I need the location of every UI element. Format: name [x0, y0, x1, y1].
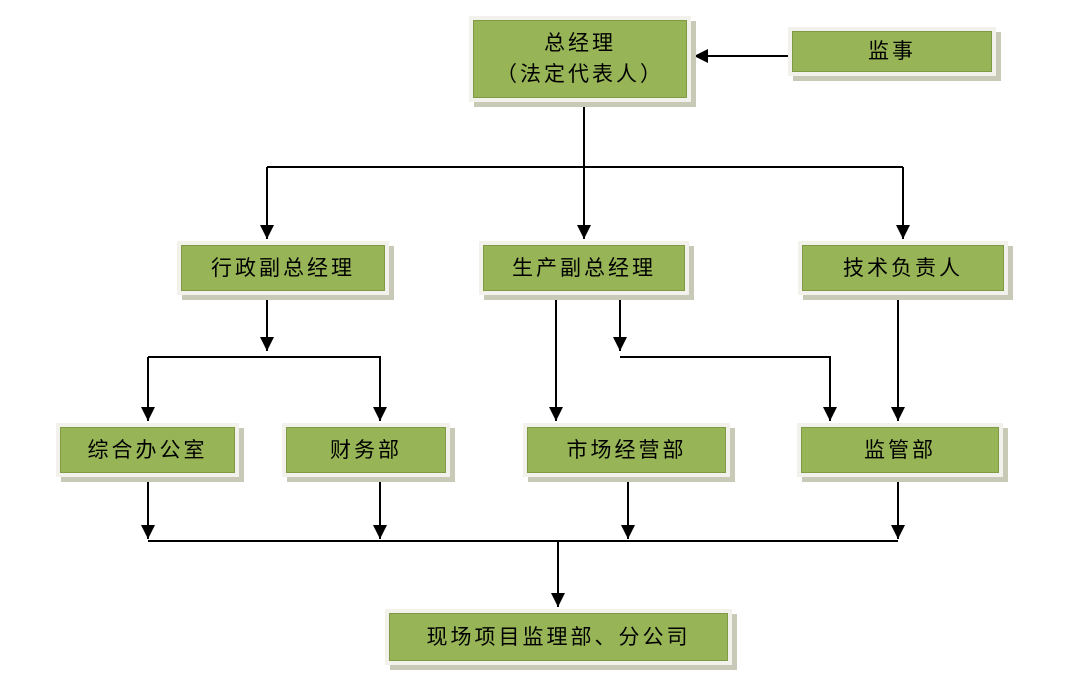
node-fill: 技术负责人 — [802, 245, 1004, 291]
node-production-deputy-gm: 生产副总经理 — [479, 241, 689, 295]
node-fill: 监管部 — [801, 427, 999, 473]
node-label: 市场经营部 — [566, 437, 687, 462]
node-label: （法定代表人） — [496, 62, 664, 86]
node-supervision-department: 监管部 — [797, 423, 1003, 477]
edge-elbow-to-supervision — [620, 356, 837, 421]
node-label: 综合办公室 — [87, 437, 208, 462]
node-fill: 监事 — [792, 31, 992, 72]
node-fill: 综合办公室 — [60, 427, 235, 473]
node-label: 技术负责人 — [843, 255, 963, 280]
node-fill: 总经理 （法定代表人） — [473, 20, 687, 98]
node-general-office: 综合办公室 — [56, 423, 239, 477]
node-label: 监管部 — [864, 437, 936, 462]
node-admin-deputy-gm: 行政副总经理 — [177, 241, 389, 295]
node-fill: 财务部 — [286, 427, 446, 473]
node-label: 生产副总经理 — [512, 255, 656, 280]
node-general-manager: 总经理 （法定代表人） — [469, 16, 691, 102]
node-label: 财务部 — [330, 437, 402, 462]
node-label: 现场项目监理部、分公司 — [426, 624, 691, 649]
node-finance-department: 财务部 — [282, 423, 450, 477]
node-supervisor: 监事 — [788, 27, 996, 76]
node-fill: 现场项目监理部、分公司 — [389, 613, 728, 661]
node-fill: 生产副总经理 — [483, 245, 685, 291]
node-technical-director: 技术负责人 — [798, 241, 1008, 295]
node-site-supervision-branch: 现场项目监理部、分公司 — [385, 609, 732, 665]
node-label: 行政副总经理 — [211, 255, 355, 280]
node-market-operations-department: 市场经营部 — [523, 423, 730, 477]
node-fill: 行政副总经理 — [181, 245, 385, 291]
node-label: 监事 — [868, 39, 916, 63]
node-label: 总经理 — [544, 31, 616, 55]
node-fill: 市场经营部 — [527, 427, 726, 473]
